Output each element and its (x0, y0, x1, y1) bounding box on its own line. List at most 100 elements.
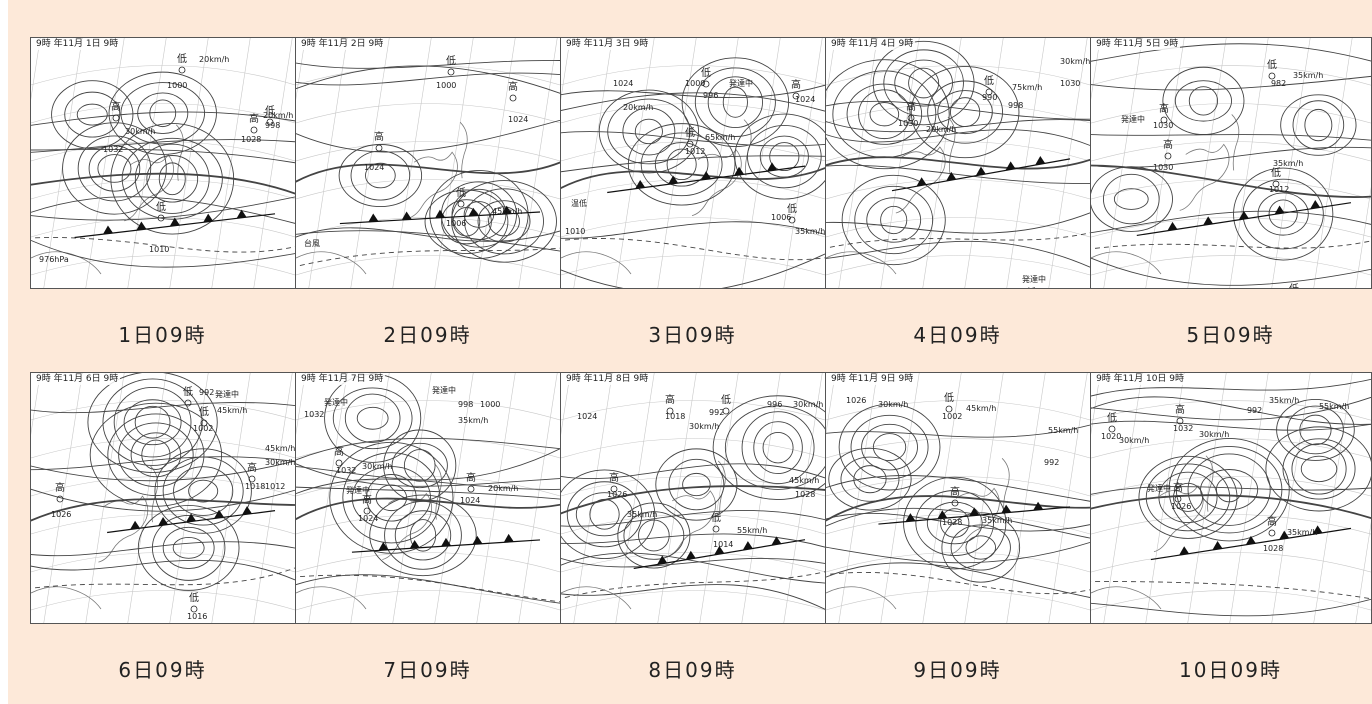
caption-day-10: 10日09時 (1179, 658, 1282, 682)
coastline (31, 465, 158, 610)
map-label: 1000 (167, 81, 187, 90)
map-label: 1030 (1060, 79, 1080, 88)
map-label: 30km/h (1119, 436, 1149, 445)
map-label: 発達中 (215, 389, 239, 399)
map-label: 1024 (364, 163, 384, 172)
map-label: 高 (791, 78, 801, 91)
map-label: 高 (466, 471, 476, 484)
map-label: 低 (984, 74, 994, 87)
map-label: 温低 (571, 198, 587, 208)
pressure-center-marker (157, 214, 165, 222)
map-label: 55km/h (737, 526, 767, 535)
map-label: 低 (787, 202, 797, 215)
map-label: 992 (709, 408, 724, 417)
map-label: 1024 (613, 79, 633, 88)
map-label: 35km/h (795, 227, 825, 236)
map-label: 976hPa (39, 255, 69, 264)
map-label: 55km/h (1319, 402, 1349, 411)
pressure-center-marker (1160, 116, 1168, 124)
map-label: 1028 (795, 490, 815, 499)
map-header: 9時 年11月 2日 9時 (299, 39, 386, 50)
caption-day-8: 8日09時 (648, 658, 737, 682)
pressure-center-marker (248, 475, 256, 483)
isobars (296, 373, 561, 604)
map-label: 30km/h (265, 458, 295, 467)
map-label: 低 (1026, 286, 1036, 288)
map-label: 低 (944, 391, 954, 404)
map-label: 高 (362, 493, 372, 506)
caption-day-9: 9日09時 (913, 658, 1002, 682)
latlon-grid (1091, 38, 1372, 288)
map-label: 1020 (1101, 432, 1121, 441)
map-label: 発達中 (1022, 274, 1046, 284)
latlon-grid (296, 373, 561, 623)
pressure-center-marker (1268, 72, 1276, 80)
caption-row-1: 1日09時 2日09時 3日09時 4日09時 5日09時 (30, 319, 1372, 348)
map-label: 高 (1163, 138, 1173, 151)
coastline (826, 116, 956, 275)
map-label: 高 (1267, 515, 1277, 528)
left-margin-strip (0, 0, 8, 704)
map-label: 1012 (1269, 185, 1289, 194)
caption-day-7: 7日09時 (383, 658, 472, 682)
pressure-center-marker (985, 88, 993, 96)
map-label: 1012 (265, 482, 285, 491)
map-label: 低 (177, 52, 187, 65)
map-label: 1024 (795, 95, 815, 104)
map-label: 1028 (241, 135, 261, 144)
pressure-center-marker (200, 419, 208, 427)
map-label: 20km/h (488, 484, 518, 493)
pressure-center-marker (56, 495, 64, 503)
pressure-center-marker (907, 114, 915, 122)
map-label: 高 (334, 445, 344, 458)
map-label: 1026 (607, 490, 627, 499)
map-label: 低 (456, 186, 466, 199)
map-label: 1006 (446, 219, 466, 228)
pressure-center-marker (610, 485, 618, 493)
map-label: 高 (111, 100, 121, 113)
pressure-center-marker (1268, 529, 1276, 537)
map-label: 低 (189, 591, 199, 604)
cold-front (1150, 525, 1352, 561)
map-label: 1026 (1171, 502, 1191, 511)
map-label: 30km/h (1060, 57, 1090, 66)
map-label: 高 (950, 485, 960, 498)
map-label: 1026 (846, 396, 866, 405)
map-label: 982 (1271, 79, 1286, 88)
map-label: 発達中 (1121, 114, 1145, 124)
map-label: 1026 (51, 510, 71, 519)
map-label: 65km/h (705, 133, 735, 142)
map-label: 高 (55, 481, 65, 494)
map-label: 高 (508, 80, 518, 93)
pressure-center-marker (184, 399, 192, 407)
cold-front (607, 162, 806, 194)
pressure-center-marker (788, 216, 796, 224)
cold-front (891, 156, 1071, 192)
map-label: 低 (265, 104, 275, 117)
pressure-center-marker (457, 200, 465, 208)
map-label: 1000 (685, 79, 705, 88)
isobars (31, 71, 296, 268)
map-label: 発達中 (1147, 483, 1171, 493)
map-label: 992 (199, 388, 214, 397)
map-label: 高 (1175, 403, 1185, 416)
map-label: 低 (1107, 411, 1117, 424)
map-label: 35km/h (458, 416, 488, 425)
map-label: 35km/h (982, 516, 1012, 525)
isobar-chart: 低102030km/h高103230km/h99235km/h55km/h発達中… (1091, 373, 1372, 623)
isobars (296, 60, 561, 267)
map-label: 高 (247, 461, 257, 474)
map-label: 35km/h (1293, 71, 1323, 80)
pressure-center-marker (335, 459, 343, 467)
caption-row-2: 6日09時 7日09時 8日09時 9日09時 10日09時 (30, 654, 1372, 683)
pressure-center-marker (666, 407, 674, 415)
